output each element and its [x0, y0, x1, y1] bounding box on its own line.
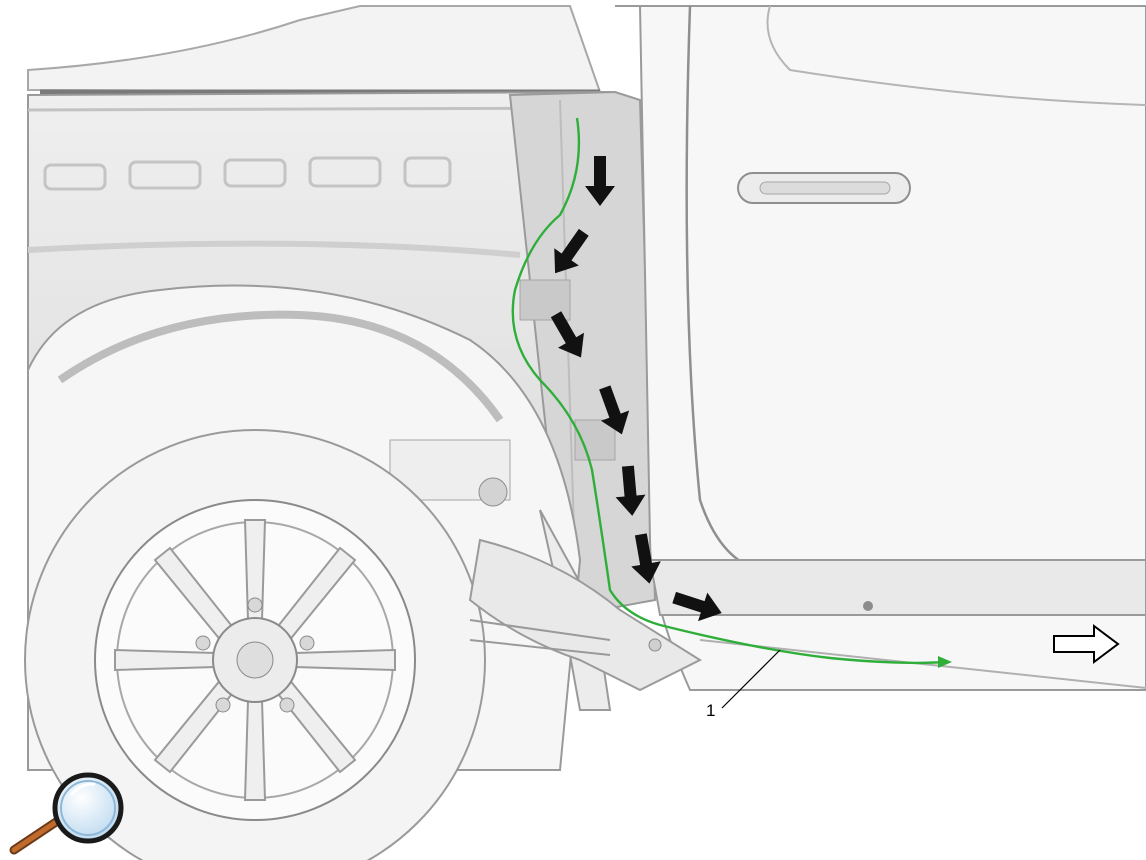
callout-1-label: 1 — [706, 701, 715, 720]
wiring-harness — [511, 117, 946, 665]
route-arrows — [550, 156, 722, 622]
route-arrow — [554, 228, 589, 274]
magnifying-glass-icon[interactable] — [9, 772, 124, 855]
cab-roof — [27, 5, 602, 95]
bed-emboss-badges — [43, 156, 452, 191]
lug-nuts — [195, 597, 315, 713]
harness-end-arrow — [938, 656, 952, 668]
route-arrow — [599, 385, 630, 435]
route-arrow — [585, 156, 615, 206]
route-arrow — [550, 311, 584, 358]
rocker-panel — [648, 559, 1146, 616]
route-arrow — [631, 533, 661, 584]
frame-rail — [468, 538, 703, 692]
wheel-spokes — [114, 519, 396, 801]
route-arrow — [615, 465, 646, 516]
rear-wheel — [24, 429, 486, 860]
route-arrow — [672, 591, 722, 622]
hollow-right-arrow-icon — [1053, 624, 1120, 664]
callout-1-leader — [721, 649, 781, 709]
door-handle — [737, 172, 911, 204]
rear-door-panel — [615, 5, 1146, 691]
